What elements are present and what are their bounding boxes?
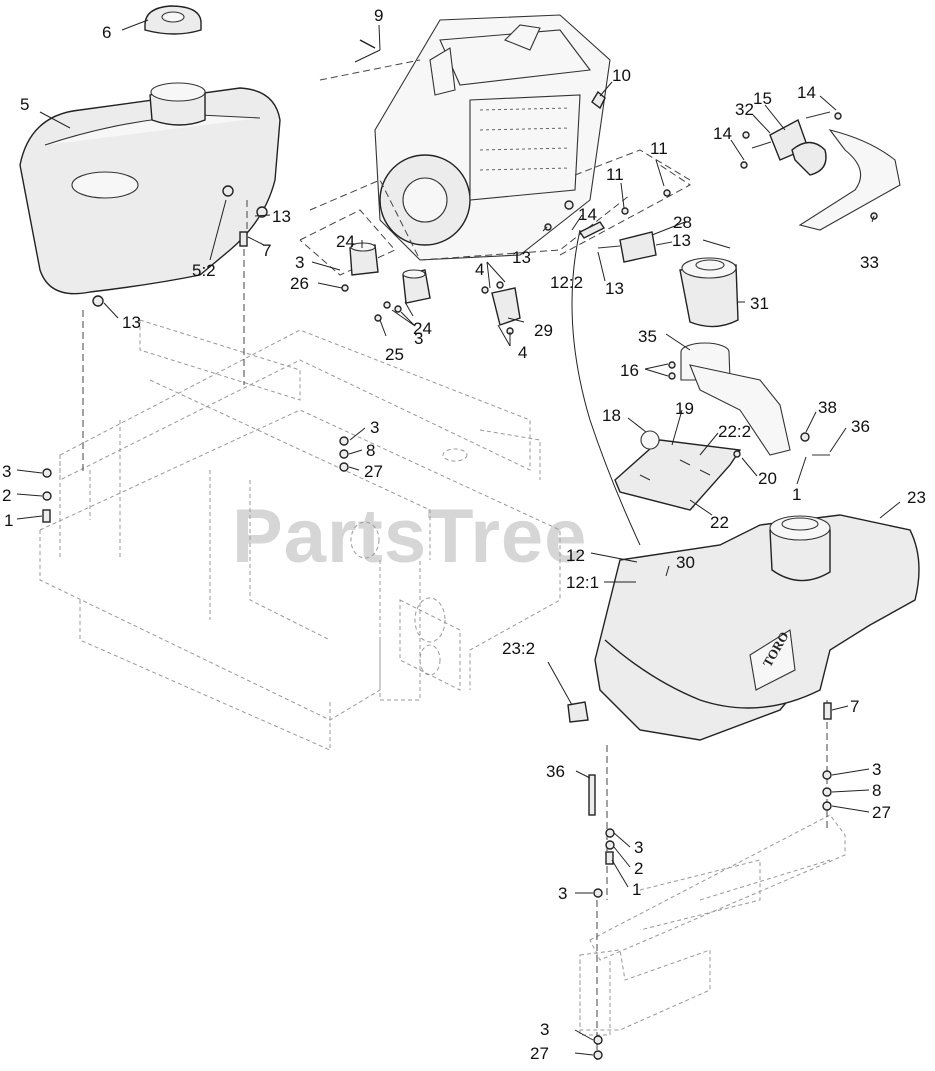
callout: 27 xyxy=(364,462,383,481)
callout: 35 xyxy=(638,327,657,346)
callout: 22:2 xyxy=(718,422,751,441)
callout: 2 xyxy=(634,859,643,878)
callout: 3 xyxy=(872,760,881,779)
callout: 1 xyxy=(632,880,641,899)
callout: 3 xyxy=(540,1020,549,1039)
callout: 32 xyxy=(735,100,754,119)
callout: 13 xyxy=(512,248,531,267)
callout: 1 xyxy=(4,511,13,530)
callout: 14 xyxy=(797,83,816,102)
engine-mounts xyxy=(341,223,552,335)
callout: 10 xyxy=(612,66,631,85)
callout: 13 xyxy=(122,313,141,332)
callout: 1 xyxy=(792,485,801,504)
fuel-filter xyxy=(679,257,739,328)
callout: 26 xyxy=(290,274,309,293)
callout: 28 xyxy=(673,213,692,232)
callout: 24 xyxy=(336,232,355,251)
callout: 3 xyxy=(634,838,643,857)
callout: 14 xyxy=(578,205,597,224)
watermark: PartsTree xyxy=(232,494,587,579)
callout: 27 xyxy=(530,1044,549,1063)
callout: 12 xyxy=(566,546,585,565)
callout: 22 xyxy=(710,513,729,532)
callout: 5 xyxy=(20,95,29,114)
left-fasteners xyxy=(42,206,349,523)
callout: 36 xyxy=(851,417,870,436)
callout: 19 xyxy=(675,399,694,418)
right-fuel-tank: TORO xyxy=(567,514,920,741)
callout: 24 xyxy=(413,319,432,338)
callout-labels: 6 5 9 10 32 15 14 14 11 11 13 5:2 7 24 3… xyxy=(2,6,926,1063)
callout: 29 xyxy=(534,321,553,340)
callout: 13 xyxy=(605,279,624,298)
callout: 36 xyxy=(546,762,565,781)
mount-bracket xyxy=(668,342,830,456)
callout: 6 xyxy=(102,23,111,42)
callout: 15 xyxy=(753,89,772,108)
callout: 4 xyxy=(518,343,527,362)
callout: 11 xyxy=(650,139,668,158)
chassis-frame xyxy=(39,319,561,751)
right-frame-rail xyxy=(579,814,846,1036)
callout: 23:2 xyxy=(502,639,535,658)
callout: 18 xyxy=(602,406,621,425)
right-fasteners xyxy=(359,39,832,1060)
callout: 25 xyxy=(385,345,404,364)
callout: 14 xyxy=(713,124,732,143)
callout: 9 xyxy=(374,6,383,25)
callout: 33 xyxy=(860,253,879,272)
callout: 31 xyxy=(750,294,769,313)
callout: 7 xyxy=(262,241,271,260)
callout: 3 xyxy=(2,462,11,481)
callout: 3 xyxy=(295,253,304,272)
engine xyxy=(374,14,611,261)
callout: 12:1 xyxy=(566,573,599,592)
callout: 23 xyxy=(907,488,926,507)
callout: 13 xyxy=(672,231,691,250)
fuel-line-group xyxy=(564,189,673,546)
callout: 4 xyxy=(475,260,484,279)
left-fuel-tank xyxy=(19,5,281,307)
callout: 5:2 xyxy=(192,261,216,280)
callout: 38 xyxy=(818,398,837,417)
leader-lines xyxy=(16,19,901,1056)
fuel-pump xyxy=(740,111,901,231)
callout: 13 xyxy=(272,207,291,226)
callout: 7 xyxy=(850,697,859,716)
callout: 27 xyxy=(872,803,891,822)
callout: 20 xyxy=(758,469,777,488)
callout: 3 xyxy=(370,418,379,437)
callout: 11 xyxy=(606,165,624,184)
callout: 2 xyxy=(2,486,11,505)
callout: 8 xyxy=(872,781,881,800)
callout: 30 xyxy=(676,553,695,572)
callout: 16 xyxy=(620,361,639,380)
callout: 12:2 xyxy=(550,273,583,292)
callout: 8 xyxy=(366,441,375,460)
callout: 3 xyxy=(414,329,423,348)
callout: 3 xyxy=(558,884,567,903)
